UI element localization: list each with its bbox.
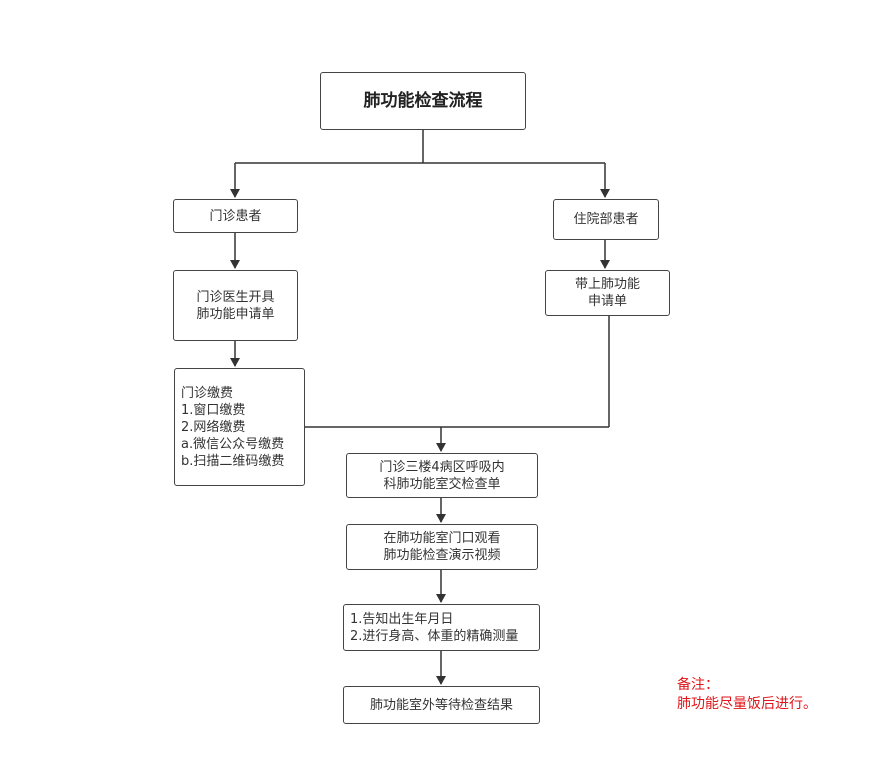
outpatient-label: 门诊患者 xyxy=(209,208,262,224)
note-text: 肺功能尽量饭后进行。 xyxy=(677,696,817,712)
watch-video-line-2: 肺功能检查演示视频 xyxy=(383,548,501,563)
bring-form-box: 带上肺功能 申请单 xyxy=(545,270,670,316)
bring-form-line-1: 带上肺功能 xyxy=(574,277,640,292)
payment-line-4: a.微信公众号缴费 xyxy=(181,436,285,452)
doctor-order-box: 门诊医生开具 肺功能申请单 xyxy=(173,270,298,341)
measure-line-1: 1.告知出生年月日 xyxy=(350,611,454,627)
title-box: 肺功能检查流程 xyxy=(320,72,526,130)
note-heading: 备注： xyxy=(677,677,719,693)
measure-box: 1.告知出生年月日 2.进行身高、体重的精确测量 xyxy=(343,604,540,651)
watch-video-box: 在肺功能室门口观看 肺功能检查演示视频 xyxy=(346,524,538,570)
inpatient-label: 住院部患者 xyxy=(573,212,639,227)
submit-line-2: 科肺功能室交检查单 xyxy=(383,476,501,492)
inpatient-box: 住院部患者 xyxy=(553,199,659,240)
submit-form-box: 门诊三楼4病区呼吸内 科肺功能室交检查单 xyxy=(346,453,538,498)
measure-line-2: 2.进行身高、体重的精确测量 xyxy=(350,628,519,644)
page-title: 肺功能检查流程 xyxy=(363,90,483,111)
payment-line-2: 1.窗口缴费 xyxy=(181,402,246,418)
payment-line-3: 2.网络缴费 xyxy=(181,419,246,435)
outpatient-box: 门诊患者 xyxy=(173,199,298,233)
doctor-order-line-1: 门诊医生开具 xyxy=(196,289,275,305)
bring-form-line-2: 申请单 xyxy=(587,294,627,309)
doctor-order-line-2: 肺功能申请单 xyxy=(196,306,275,322)
watch-video-line-1: 在肺功能室门口观看 xyxy=(383,531,501,546)
wait-result-label: 肺功能室外等待检查结果 xyxy=(369,697,513,713)
submit-line-1: 门诊三楼4病区呼吸内 xyxy=(379,459,505,475)
wait-result-box: 肺功能室外等待检查结果 xyxy=(343,686,540,724)
payment-line-1: 门诊缴费 xyxy=(181,385,234,401)
note: 备注： 肺功能尽量饭后进行。 xyxy=(677,676,817,714)
payment-box: 门诊缴费 1.窗口缴费 2.网络缴费 a.微信公众号缴费 b.扫描二维码缴费 xyxy=(174,368,305,486)
payment-line-5: b.扫描二维码缴费 xyxy=(181,453,285,469)
